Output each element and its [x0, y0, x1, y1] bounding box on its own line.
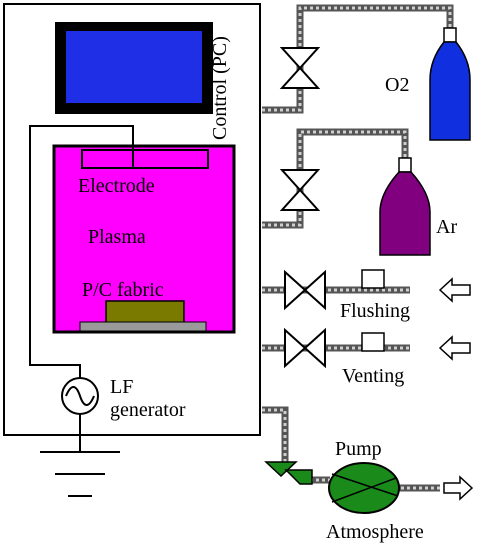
electrode-label: Electrode — [78, 175, 155, 197]
valve-o2 — [279, 47, 321, 89]
sample-platform — [79, 321, 207, 332]
fabric-sample — [105, 300, 185, 324]
electrode-wire — [29, 125, 134, 378]
electrode — [81, 149, 209, 169]
valve-flushing — [284, 269, 326, 311]
pump-label: Pump — [335, 438, 382, 460]
atmosphere-label: Atmosphere — [326, 521, 424, 543]
pump — [328, 462, 400, 514]
valve-ar — [279, 169, 321, 211]
fabric-label: P/C fabric — [82, 279, 164, 301]
monitor-screen — [66, 31, 202, 103]
bowtie-valve-icon — [284, 269, 307, 311]
venting-filter — [361, 332, 385, 352]
venting-label: Venting — [342, 365, 404, 387]
valve-venting — [284, 327, 326, 369]
control-label: Control (PC) — [209, 36, 231, 140]
o2-cylinder — [429, 27, 471, 141]
venting-arrow-icon — [438, 335, 471, 361]
flushing-label: Flushing — [340, 300, 410, 322]
generator-label-line2: generator — [110, 399, 186, 421]
monitor — [55, 22, 213, 114]
generator-label-line1: LF — [110, 376, 133, 398]
flushing-filter — [361, 269, 385, 289]
pump-check-valve — [264, 461, 313, 485]
bowtie-valve-icon — [279, 169, 321, 192]
bowtie-valve-icon — [279, 47, 321, 70]
o2-label: O2 — [385, 74, 409, 96]
ar-label: Ar — [436, 216, 457, 238]
lf-generator — [61, 377, 99, 415]
plasma-label: Plasma — [88, 226, 146, 248]
bowtie-valve-icon — [284, 327, 307, 369]
ar-cylinder — [379, 157, 431, 256]
exhaust-arrow-icon — [443, 475, 474, 501]
ground-icon — [40, 451, 120, 497]
flushing-arrow-icon — [438, 277, 471, 303]
